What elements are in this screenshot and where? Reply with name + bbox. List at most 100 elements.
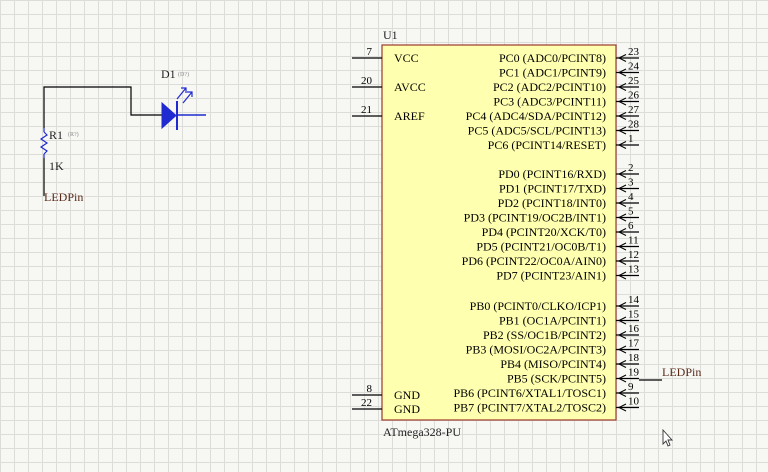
pin-name: PB7 (PCINT7/XTAL2/TOSC2): [454, 401, 607, 415]
ic-right-pin[interactable]: 23 PC0 (ADC0/PCINT8): [499, 46, 640, 65]
ic-right-pin[interactable]: 28 PC5 (ADC5/SCL/PCINT13): [468, 119, 640, 138]
ic-right-pin[interactable]: 11 PD5 (PCINT21/OC0B/T1): [476, 235, 639, 254]
mouse-cursor-icon: [662, 428, 674, 447]
pin-number: 18: [628, 352, 640, 364]
ic-right-pin[interactable]: 24 PC1 (ADC1/PCINT9): [499, 61, 640, 80]
pin-name: AREF: [394, 109, 425, 123]
ic-right-pin[interactable]: 15 PB1 (OC1A/PCINT1): [499, 309, 640, 328]
pin-name: PC2 (ADC2/PCINT10): [493, 80, 606, 94]
pin-number: 13: [628, 264, 640, 276]
pin-number: 19: [628, 367, 640, 379]
ic-right-pin[interactable]: 9 PB6 (PCINT6/XTAL1/TOSC1): [454, 381, 640, 400]
ic-right-pin[interactable]: 17 PB3 (MOSI/OC2A/PCINT3): [466, 338, 640, 357]
pin-number: 8: [367, 383, 373, 395]
pin-number: 21: [361, 104, 372, 116]
pin-number: 17: [628, 338, 640, 350]
pin-number: 11: [628, 235, 639, 247]
pin-name: GND: [394, 402, 420, 416]
led-triangle: [161, 101, 177, 130]
led-designator: D1: [161, 67, 176, 81]
led-resistor-circuit[interactable]: D1 (D?) R1 (R?) 1K LEDPin: [39, 67, 206, 204]
ic-right-pin[interactable]: 10 PB7 (PCINT7/XTAL2/TOSC2): [454, 396, 640, 415]
pin-number: 26: [628, 90, 640, 102]
pin-name: PB5 (SCK/PCINT5): [507, 372, 606, 386]
resistor-designator: R1: [49, 128, 63, 142]
pin-number: 28: [628, 119, 640, 131]
ic-left-pin[interactable]: 21 AREF: [352, 104, 425, 123]
pin-name: PD1 (PCINT17/TXD): [499, 182, 606, 196]
ic-right-pin[interactable]: 18 PB4 (MISO/PCINT4): [500, 352, 639, 371]
pin-number: 25: [628, 75, 640, 87]
pin-name: PD3 (PCINT19/OC2B/INT1): [464, 211, 606, 225]
ic-right-pin[interactable]: 25 PC2 (ADC2/PCINT10): [493, 75, 640, 94]
ic-left-pin[interactable]: 7 VCC: [352, 46, 419, 65]
pin-number: 9: [628, 381, 634, 393]
ic-right-pin[interactable]: 3 PD1 (PCINT17/TXD): [499, 177, 639, 196]
led-symbol[interactable]: [161, 87, 206, 130]
ic-left-pin[interactable]: 8 GND: [352, 383, 420, 402]
pin-name: PD2 (PCINT18/INT0): [498, 196, 606, 210]
pin-name: AVCC: [394, 80, 426, 94]
pin-name: PD5 (PCINT21/OC0B/T1): [476, 240, 606, 254]
pin-name: PB0 (PCINT0/CLKO/ICP1): [470, 299, 606, 313]
ic-right-pin[interactable]: 5 PD3 (PCINT19/OC2B/INT1): [464, 206, 639, 225]
pin-number: 1: [628, 133, 634, 145]
pin-name: PD7 (PCINT23/AIN1): [496, 269, 606, 283]
pin-number: 24: [628, 61, 640, 73]
pin-number: 3: [628, 177, 634, 189]
pin-number: 23: [628, 46, 640, 58]
resistor-symbol[interactable]: [39, 128, 49, 158]
pin-name: PC4 (ADC4/SDA/PCINT12): [466, 109, 606, 123]
ic-right-pin[interactable]: 6 PD4 (PCINT20/XCK/T0): [482, 220, 639, 239]
ic-right-pin[interactable]: 26 PC3 (ADC3/PCINT11): [493, 90, 639, 109]
pin-name: PC0 (ADC0/PCINT8): [499, 51, 606, 65]
ic-right-pin[interactable]: 19 PB5 (SCK/PCINT5): [507, 367, 640, 386]
pin-name: PC1 (ADC1/PCINT9): [499, 66, 606, 80]
pin-number: 27: [628, 104, 640, 116]
ic-designator: U1: [383, 28, 398, 42]
pin-number: 15: [628, 309, 640, 321]
ic-body[interactable]: [381, 44, 617, 421]
pin-number: 5: [628, 206, 634, 218]
pin-number: 6: [628, 220, 634, 232]
pin-number: 7: [367, 46, 373, 58]
pin-name: PB6 (PCINT6/XTAL1/TOSC1): [454, 386, 607, 400]
pin-name: GND: [394, 388, 420, 402]
pin-name: PD6 (PCINT22/OC0A/AIN0): [462, 254, 606, 268]
ic-right-pin[interactable]: 16 PB2 (SS/OC1B/PCINT2): [483, 323, 640, 342]
resistor-zigzag: [39, 131, 49, 155]
led-hidden-ref: (D?): [178, 71, 189, 78]
resistor-hidden-ref: (R?): [68, 131, 79, 138]
pin-name: PC5 (ADC5/SCL/PCINT13): [468, 124, 606, 138]
pin-name: PB3 (MOSI/OC2A/PCINT3): [466, 343, 606, 357]
ic-left-pin[interactable]: 20 AVCC: [352, 75, 426, 94]
ic-right-pin[interactable]: 27 PC4 (ADC4/SDA/PCINT12): [466, 104, 640, 123]
pin-number: 12: [628, 249, 639, 261]
ic-right-pin[interactable]: 14 PB0 (PCINT0/CLKO/ICP1): [470, 294, 640, 313]
pin-number: 20: [361, 75, 373, 87]
pin-number: 10: [628, 396, 640, 408]
pin-name: PC6 (PCINT14/RESET): [488, 138, 606, 152]
pin-name: PC3 (ADC3/PCINT11): [493, 95, 606, 109]
net-label-ledpin-resistor[interactable]: LEDPin: [44, 190, 83, 204]
pin-name: PB2 (SS/OC1B/PCINT2): [483, 328, 606, 342]
pin-number: 14: [628, 294, 640, 306]
ic-right-pin[interactable]: 13 PD7 (PCINT23/AIN1): [496, 264, 639, 283]
pin-name: PB4 (MISO/PCINT4): [500, 357, 606, 371]
ic-right-pin[interactable]: 1 PC6 (PCINT14/RESET): [488, 133, 639, 152]
pin-number: 4: [628, 191, 634, 203]
pin-number: 16: [628, 323, 640, 335]
pin-name: PB1 (OC1A/PCINT1): [499, 314, 606, 328]
net-label-ledpin-ic[interactable]: LEDPin: [662, 365, 701, 379]
pin-name: PD4 (PCINT20/XCK/T0): [482, 225, 606, 239]
pin-name: VCC: [394, 51, 419, 65]
ic-right-pin[interactable]: 4 PD2 (PCINT18/INT0): [498, 191, 639, 210]
led-wire[interactable]: [43, 86, 162, 128]
ic-right-pin[interactable]: 12 PD6 (PCINT22/OC0A/AIN0): [462, 249, 639, 268]
